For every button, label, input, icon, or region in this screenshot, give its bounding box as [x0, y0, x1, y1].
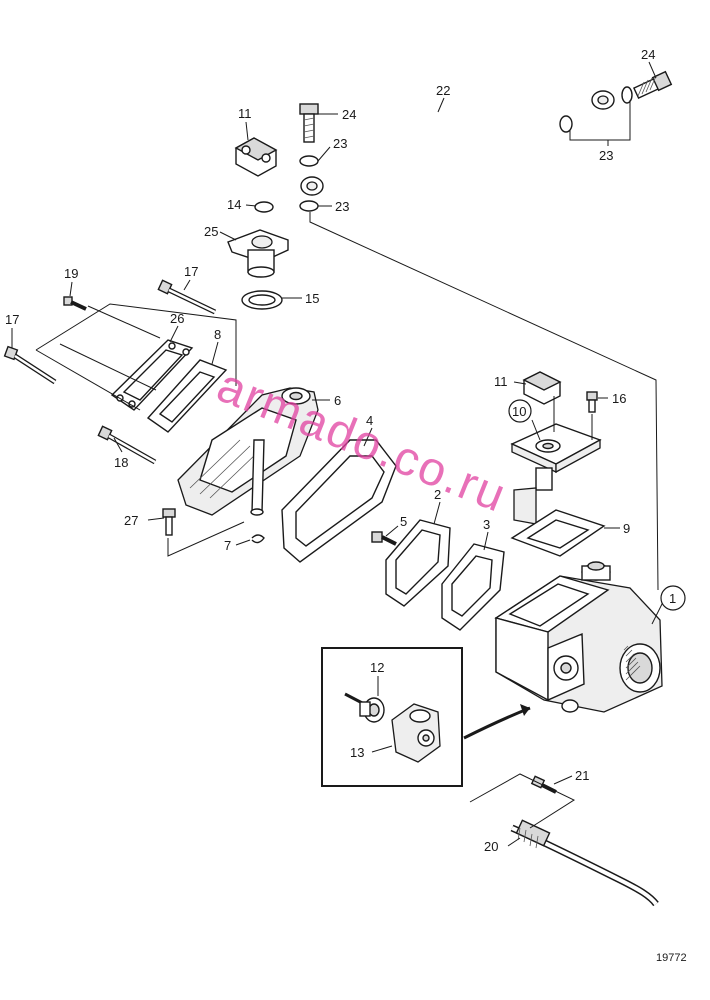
- callout-10-circle: [508, 399, 532, 423]
- callout-9: 9: [623, 521, 630, 536]
- callout-6: 6: [334, 393, 341, 408]
- gasket-9: [510, 509, 606, 557]
- callout-24-right: 24: [641, 47, 655, 62]
- callout-3: 3: [483, 517, 490, 532]
- gasket-3: [441, 543, 505, 631]
- callout-23-bottom: 23: [335, 199, 349, 214]
- leader-lines: [11, 61, 665, 847]
- callout-10: 10: [512, 404, 526, 419]
- part-13: [391, 703, 441, 763]
- gasket-4: [281, 439, 397, 563]
- bolt-17-top: [157, 279, 217, 315]
- bracket-25: [227, 229, 289, 278]
- callout-12: 12: [370, 660, 384, 675]
- callout-25: 25: [204, 224, 218, 239]
- washer-14: [254, 201, 274, 213]
- part-12: [344, 692, 385, 723]
- callout-18: 18: [114, 455, 128, 470]
- washer-23-right-a: [621, 86, 633, 104]
- callout-labels: 22 24 23 24 23 23 11 14 25 15 17 19 17 2…: [5, 47, 686, 854]
- bolt-18: [97, 425, 157, 465]
- callout-24-left: 24: [342, 107, 356, 122]
- callout-13: 13: [350, 745, 364, 760]
- callout-15: 15: [305, 291, 319, 306]
- screw-5: [371, 531, 397, 546]
- callout-16: 16: [612, 391, 626, 406]
- callout-20: 20: [484, 839, 498, 854]
- callout-23-top: 23: [333, 136, 347, 151]
- housing-6: [177, 387, 319, 516]
- detail-inset-box: [321, 647, 463, 787]
- pump-body-1: [494, 561, 663, 713]
- screw-16: [586, 391, 598, 413]
- inset-arrow-head: [520, 704, 530, 716]
- callout-17-top: 17: [184, 264, 198, 279]
- bracket-11-left: [234, 137, 278, 177]
- banjo-bolt-24-right: [632, 70, 673, 100]
- washer-23-bottom: [299, 200, 319, 212]
- washer-23-right-b: [559, 115, 573, 133]
- callout-11-left: 11: [238, 106, 252, 121]
- callout-11-right: 11: [494, 374, 508, 389]
- o-ring-15-inner: [248, 294, 276, 306]
- washer-23-top: [299, 155, 319, 167]
- callout-27: 27: [124, 513, 138, 528]
- banjo-bolt-24-left: [299, 103, 319, 143]
- drawing-reference-number: 19772: [656, 952, 687, 964]
- gasket-8: [146, 359, 228, 433]
- callout-21: 21: [575, 768, 589, 783]
- callout-7: 7: [224, 538, 231, 553]
- callout-1-circle: [660, 585, 686, 611]
- callout-14: 14: [227, 197, 241, 212]
- callout-5: 5: [400, 514, 407, 529]
- callout-4: 4: [366, 413, 373, 428]
- callout-22: 22: [436, 83, 450, 98]
- callout-19: 19: [64, 266, 78, 281]
- inset-arrow: [463, 706, 531, 740]
- callout-1: 1: [669, 591, 676, 606]
- callout-17-left: 17: [5, 312, 19, 327]
- callout-23-right: 23: [599, 148, 613, 163]
- cable-20: [510, 819, 659, 907]
- callout-26: 26: [170, 311, 184, 326]
- gasket-2: [385, 519, 451, 607]
- lever-shaft: [250, 439, 265, 544]
- bolt-17-left: [3, 345, 57, 385]
- bolt-19: [63, 296, 87, 311]
- callout-8: 8: [214, 327, 221, 342]
- cover-plate-26: [110, 339, 194, 411]
- fuel-pipe-22: [300, 90, 615, 196]
- callout-2: 2: [434, 487, 441, 502]
- bracket-11-right: [522, 371, 562, 405]
- cover-plate-10: [510, 423, 602, 525]
- bolt-27: [162, 508, 176, 536]
